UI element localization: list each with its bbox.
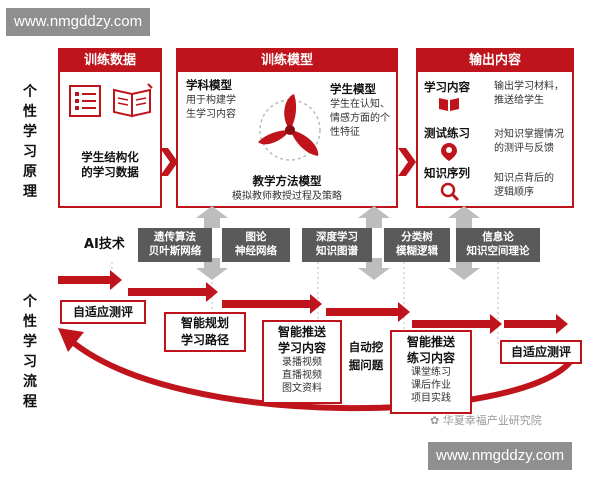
checklist-icon (69, 85, 101, 117)
open-book-icon (439, 98, 459, 111)
step-mine-problems: 自动挖 掘问题 (348, 340, 384, 372)
ai-connector-arrows (196, 206, 480, 280)
magnifier-icon (440, 182, 460, 202)
ai-box: 信息论 知识空间理论 (456, 228, 540, 262)
panel-training-data: 训练数据 学生结构化 的学习数据 (58, 48, 162, 208)
wechat-icon: ✿ (430, 414, 443, 427)
subject-model-desc: 用于构建学 生学习内容 (186, 95, 236, 120)
propeller-icon (258, 94, 321, 161)
method-model-title: 教学方法模型 (252, 174, 322, 188)
panel-output: 输出内容 学习内容 输出学习材料， 推送给学生 测试练习 对知识掌握情况 的测评… (416, 48, 574, 208)
arrow-model-to-output (398, 148, 416, 176)
panel-data-body: 学生结构化 的学习数据 (81, 150, 139, 179)
step-adaptive-assessment-start: 自适应测评 (60, 300, 146, 324)
watermark-top: www.nmgddzy.com (6, 8, 151, 36)
output-item-desc: 输出学习材料， 推送给学生 (494, 81, 564, 106)
panel-training-model: 训练模型 学科模型 用于构建学 生学习内容 学生模型 学生在认知、 情感方面的个… (176, 48, 398, 208)
arrow-data-to-model (160, 148, 178, 176)
step-push-practice-content: 智能推送 练习内容 课堂练习 课后作业 项目实践 (390, 330, 472, 414)
student-model-desc: 学生在认知、 情感方面的个 性特征 (330, 99, 390, 138)
ai-box: 深度学习 知识图谱 (302, 228, 372, 262)
panel-title: 训练数据 (60, 50, 160, 72)
ai-box: 遗传算法 贝叶斯网络 (138, 228, 212, 262)
panel-title: 训练模型 (178, 50, 396, 72)
output-item-desc: 知识点背后的 逻辑顺序 (494, 173, 554, 198)
step-plan-path: 智能规划 学习路径 (164, 312, 246, 352)
side-label-process: 个 性 学 习 流 程 (23, 294, 37, 410)
step-adaptive-assessment-end: 自适应测评 (500, 340, 582, 364)
output-item-label: 知识序列 (424, 166, 470, 180)
ai-label: AI技术 (84, 237, 125, 252)
output-item-label: 学习内容 (424, 80, 470, 94)
side-label-principle: 个 性 学 习 原 理 (23, 84, 37, 200)
ai-box: 分类树 模糊逻辑 (384, 228, 450, 262)
source-credit: ✿ 华夏幸福产业研究院 (430, 414, 542, 427)
book-icon (113, 83, 153, 118)
location-pin-icon (441, 143, 457, 161)
output-item-label: 测试练习 (424, 126, 470, 140)
watermark-bottom: www.nmgddzy.com (428, 442, 573, 470)
method-model-desc: 模拟教师教授过程及策略 (232, 191, 342, 202)
student-model-title: 学生模型 (330, 82, 376, 96)
ai-box: 图论 神经网络 (222, 228, 290, 262)
output-item-desc: 对知识掌握情况 的测评与反馈 (494, 129, 564, 154)
subject-model-title: 学科模型 (186, 78, 232, 92)
panel-title: 输出内容 (418, 50, 572, 72)
process-flow-arrows (58, 262, 573, 411)
step-push-learning-content: 智能推送 学习内容 录播视频 直播视频 图文资料 (262, 320, 342, 404)
